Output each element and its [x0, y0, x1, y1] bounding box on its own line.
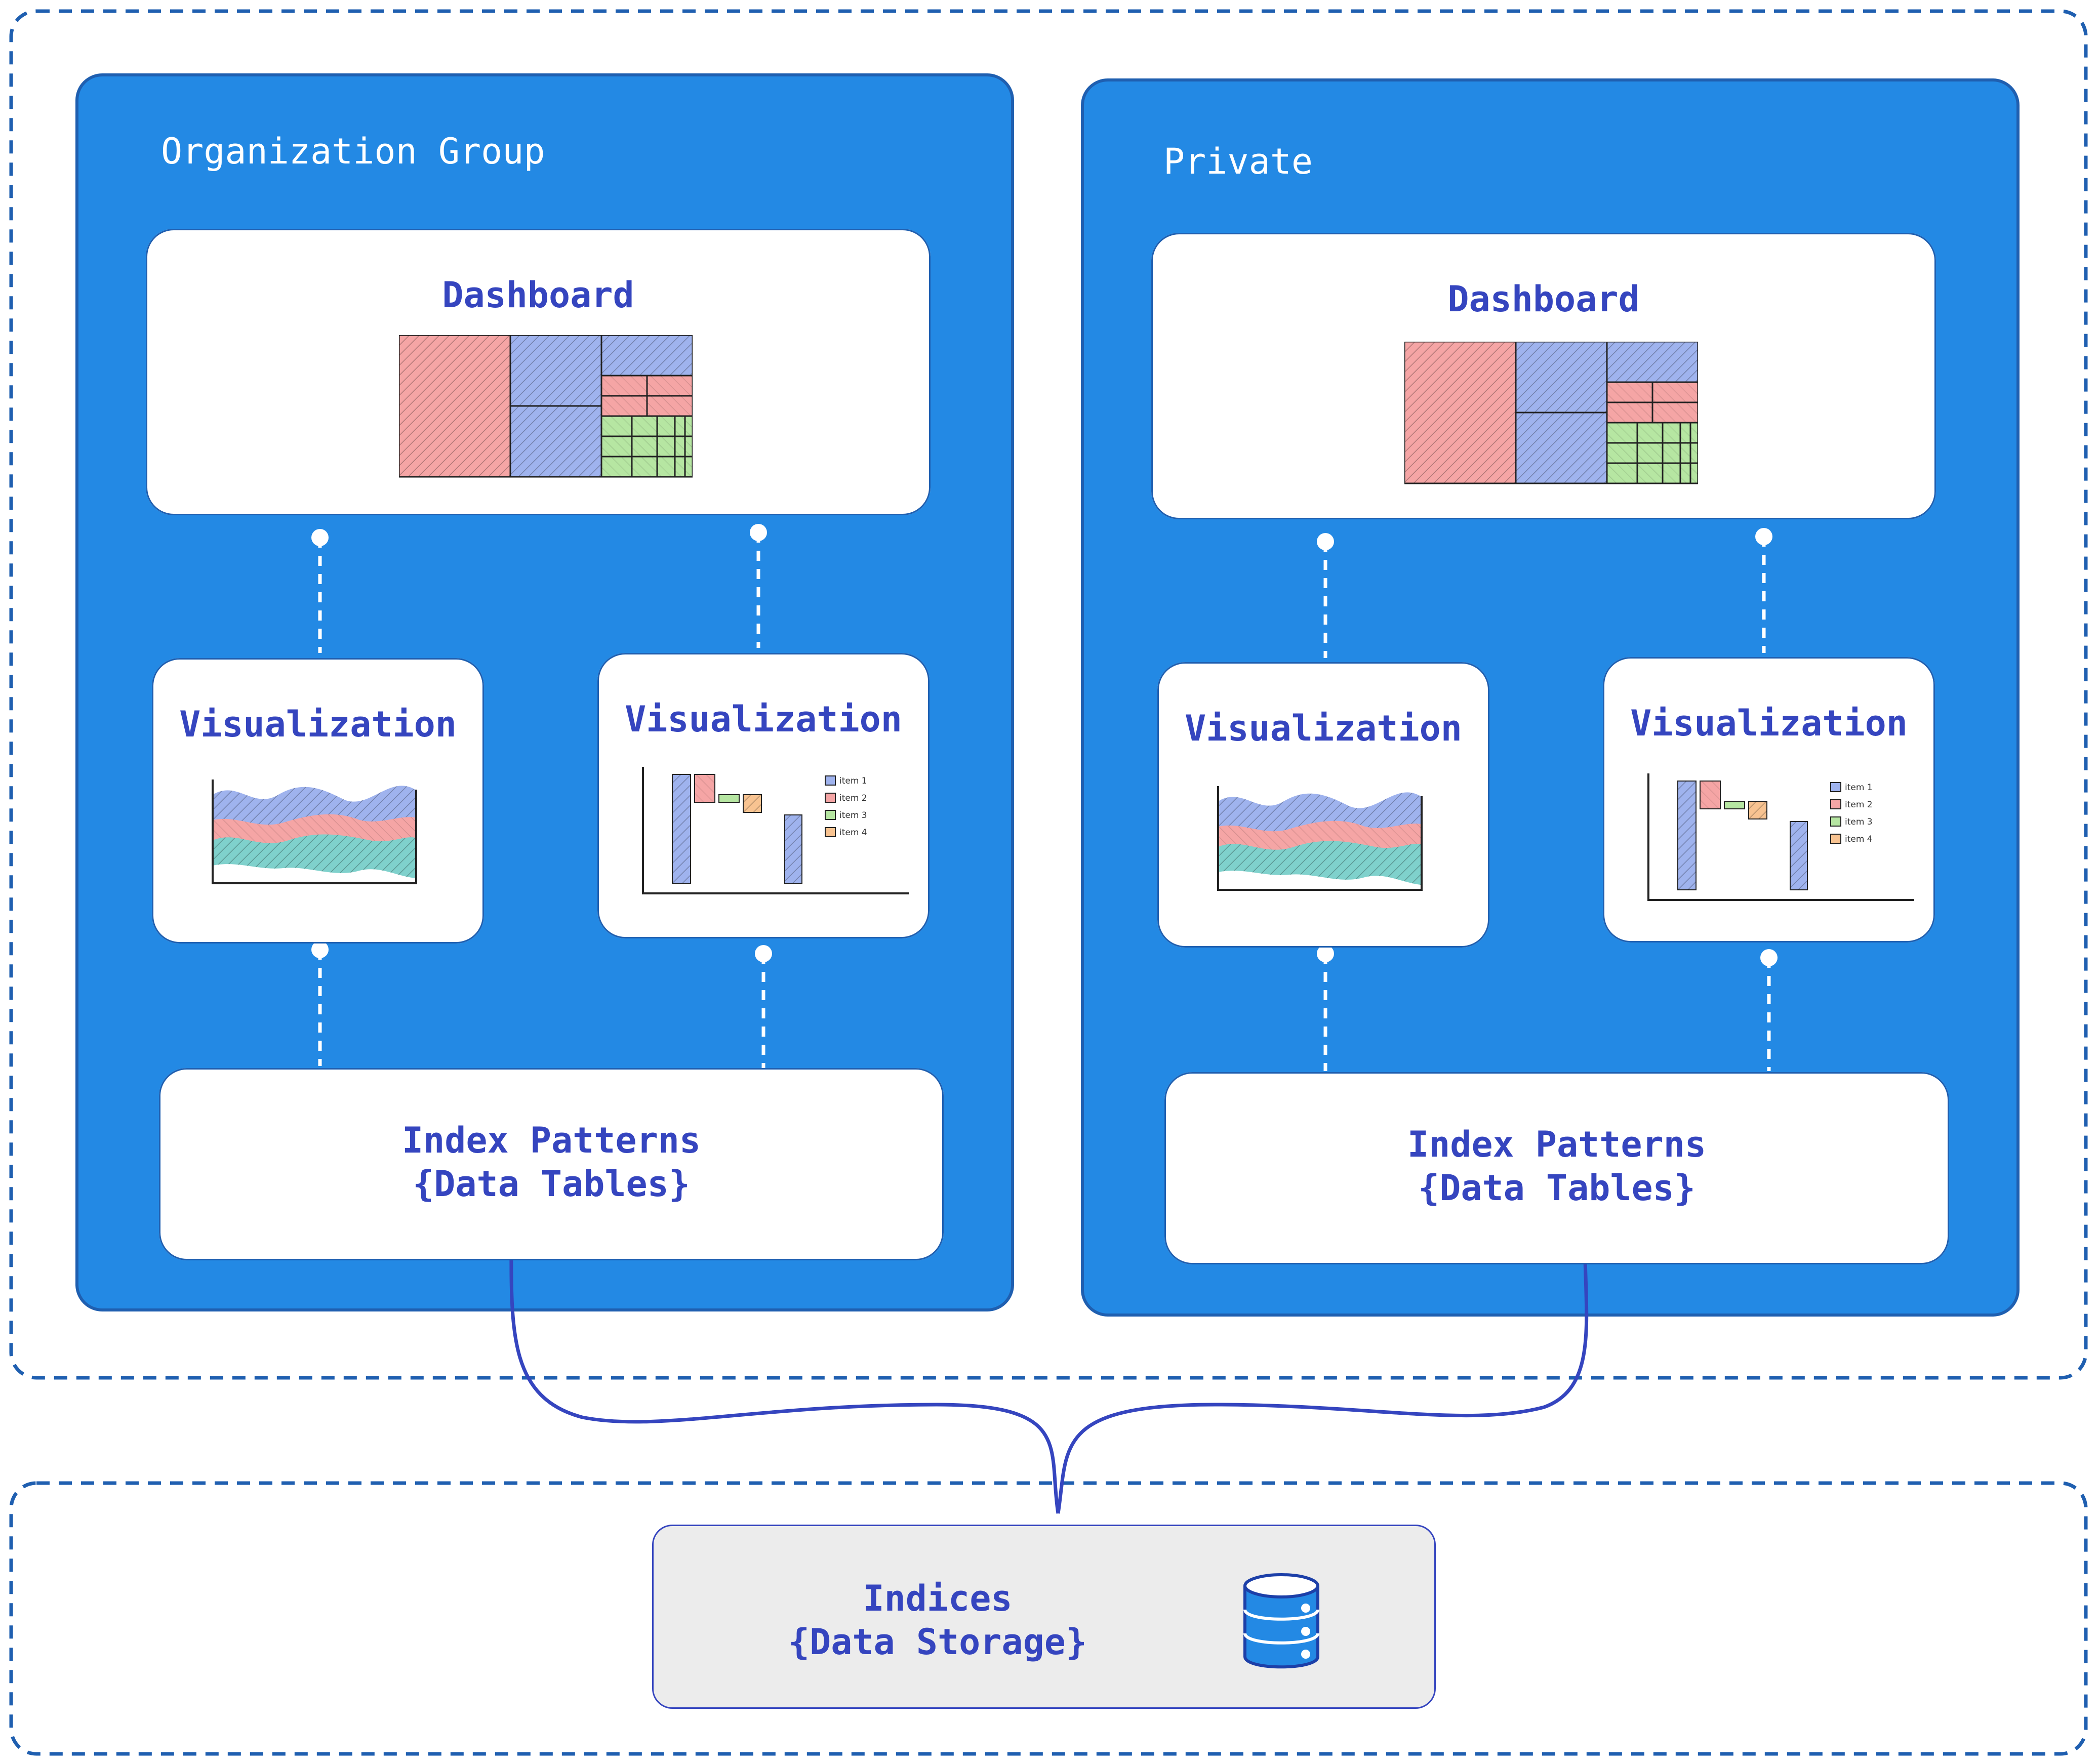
org-index-patterns-line1: Index Patterns	[401, 1120, 701, 1161]
legend-item-1: item 1	[1845, 783, 1873, 793]
connector-org-vis2-index	[755, 945, 772, 1068]
private-index-patterns-card[interactable]: Index Patterns {Data Tables}	[1164, 1072, 1949, 1264]
private-visualization-2-card[interactable]: Visualization item 1 item 2 item 3 item …	[1603, 657, 1935, 942]
legend-item-3: item 3	[839, 810, 867, 821]
bottom-dashed-frame	[9, 1481, 2088, 1756]
legend-item-4: item 4	[839, 828, 867, 838]
connector-private-dash-vis1	[1317, 533, 1334, 658]
org-group-label: Organization Group	[161, 131, 545, 172]
private-index-patterns-line2: {Data Tables}	[1418, 1167, 1696, 1209]
legend-item-4: item 4	[1845, 834, 1873, 844]
waterfall-chart-icon: item 1 item 2 item 3 item 4	[1647, 773, 1914, 901]
indices-storage-line2: {Data Storage}	[788, 1621, 1087, 1663]
org-visualization-2-card[interactable]: Visualization item 1 item 2 item 3 item …	[597, 653, 930, 938]
org-index-patterns-card[interactable]: Index Patterns {Data Tables}	[159, 1068, 944, 1260]
org-visualization-2-title: Visualization	[625, 699, 902, 740]
private-visualization-2-title: Visualization	[1630, 703, 1908, 744]
legend-item-2: item 2	[1845, 800, 1873, 810]
org-index-patterns-text: Index Patterns {Data Tables}	[159, 1119, 944, 1206]
treemap-icon	[1404, 342, 1698, 484]
org-visualization-1-title: Visualization	[179, 704, 457, 745]
legend-item-2: item 2	[839, 793, 867, 803]
private-group-label: Private	[1163, 141, 1313, 182]
waterfall-chart-icon: item 1 item 2 item 3 item 4	[642, 767, 909, 894]
private-index-patterns-text: Index Patterns {Data Tables}	[1164, 1123, 1949, 1210]
org-dashboard-title: Dashboard	[442, 274, 634, 316]
arrow-storage-to-private-index	[1056, 1229, 1589, 1514]
org-visualization-1-card[interactable]: Visualization	[152, 658, 484, 943]
private-visualization-1-title: Visualization	[1185, 708, 1462, 749]
private-dashboard-card[interactable]: Dashboard	[1151, 233, 1936, 519]
arrow-storage-to-org-index	[509, 1224, 1060, 1514]
indices-storage-line1: Indices	[863, 1578, 1013, 1619]
area-chart-icon	[1217, 786, 1423, 891]
indices-storage-box[interactable]: Indices {Data Storage}	[652, 1525, 1436, 1709]
connector-org-vis1-index	[311, 941, 329, 1066]
top-dashed-frame	[9, 9, 2088, 1380]
treemap-icon	[399, 335, 693, 478]
legend: item 1 item 2 item 3 item 4	[1830, 782, 1873, 844]
private-visualization-1-card[interactable]: Visualization	[1157, 662, 1489, 948]
org-dashboard-card[interactable]: Dashboard	[146, 229, 931, 515]
connector-private-vis2-index	[1760, 949, 1778, 1071]
legend: item 1 item 2 item 3 item 4	[825, 775, 867, 838]
private-index-patterns-line1: Index Patterns	[1407, 1124, 1706, 1165]
area-chart-icon	[212, 780, 417, 884]
legend-item-1: item 1	[839, 776, 867, 786]
database-icon	[1243, 1573, 1319, 1669]
connector-org-dash-vis2	[750, 524, 767, 648]
indices-storage-text: Indices {Data Storage}	[654, 1577, 1222, 1664]
private-dashboard-title: Dashboard	[1447, 278, 1640, 320]
connector-private-dash-vis2	[1755, 528, 1772, 653]
org-index-patterns-line2: {Data Tables}	[413, 1163, 690, 1205]
connector-org-dash-vis1	[311, 529, 329, 653]
legend-item-3: item 3	[1845, 817, 1873, 827]
connector-private-vis1-index	[1317, 945, 1334, 1071]
